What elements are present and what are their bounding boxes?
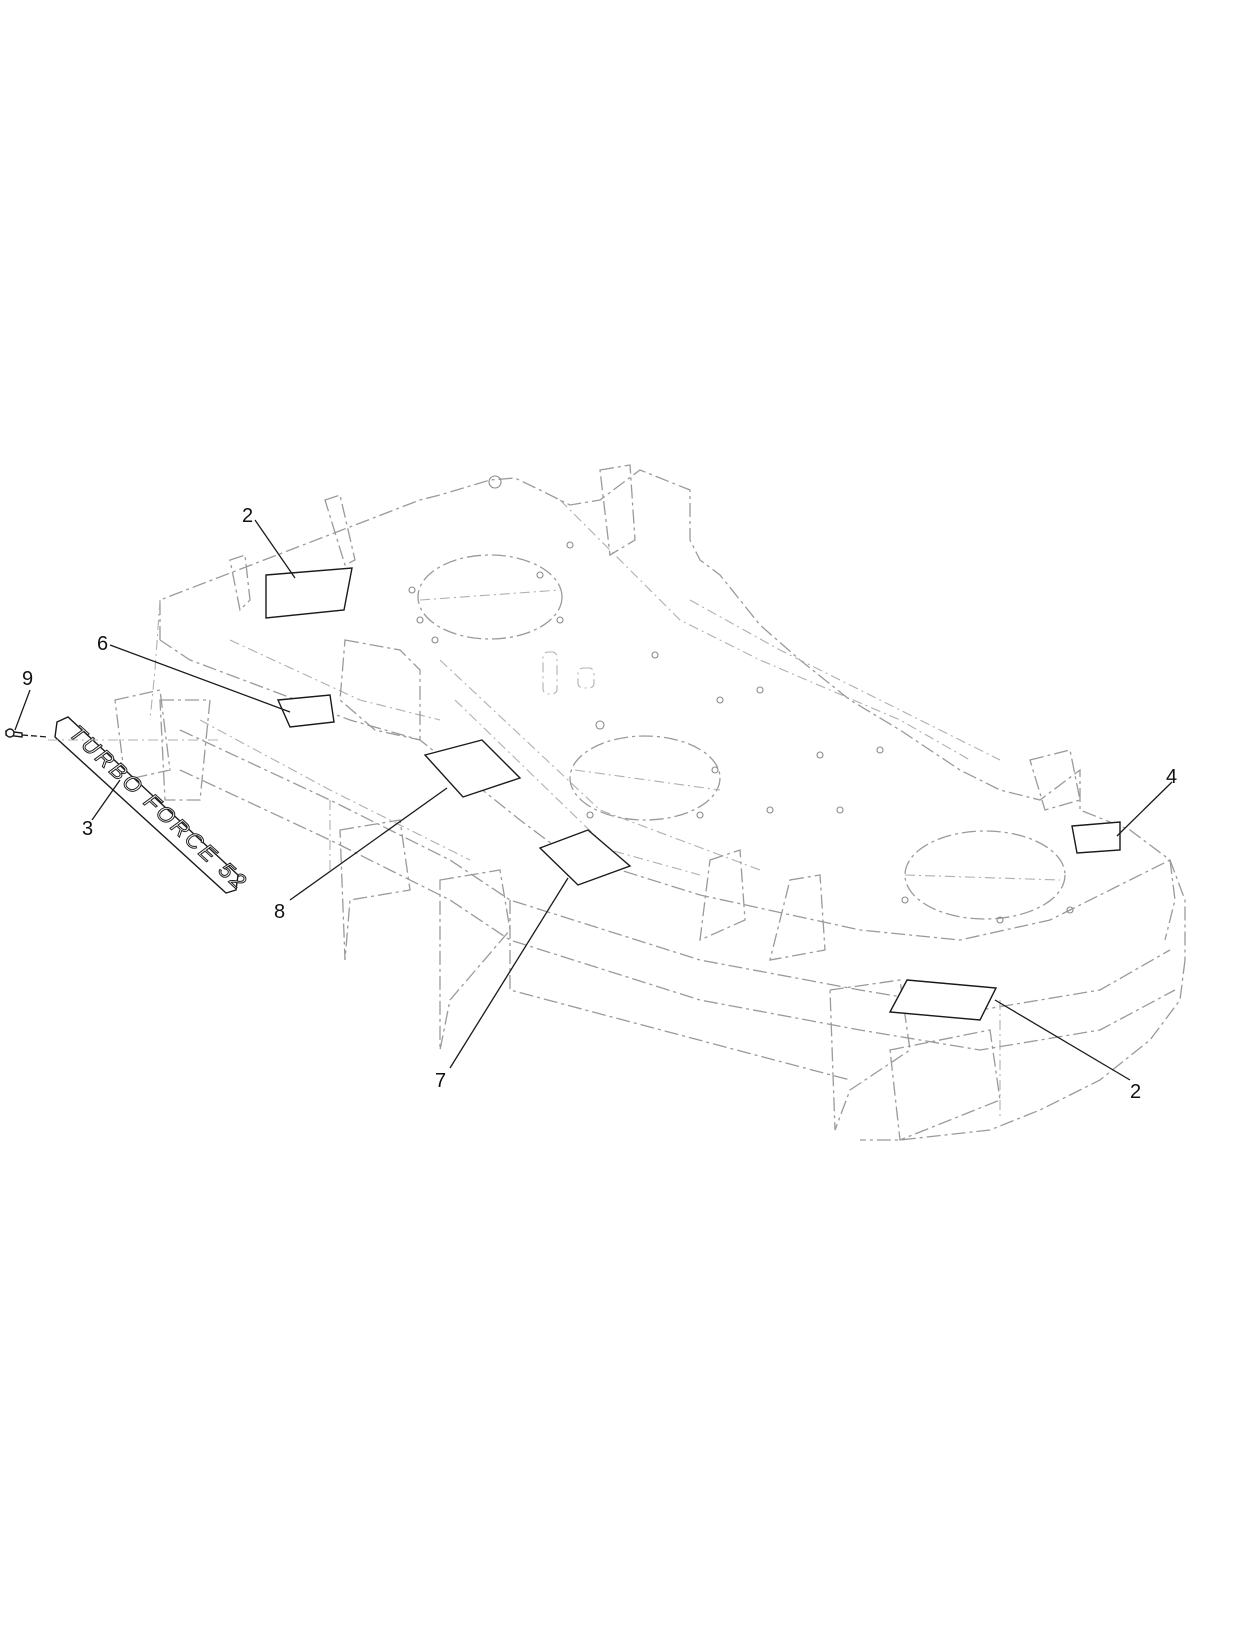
decal-2-front [888,979,998,1021]
deck-brackets [114,464,1081,1141]
callout-2-front: 2 [1130,1081,1141,1103]
screw [5,728,49,738]
name-plate: TURBO FORCE 52 [54,716,254,896]
callout-4: 4 [1166,766,1177,788]
callout-3: 3 [82,818,93,840]
callout-6: 6 [97,633,108,655]
callout-7: 7 [435,1070,446,1092]
leader-lines [14,519,1173,1081]
blade-openings [417,554,1066,920]
callout-8: 8 [274,901,285,923]
callout-2-rear: 2 [242,505,253,527]
mounting-holes [408,541,1074,924]
decal-4 [1071,821,1121,854]
callout-numbers: 2 6 9 3 8 7 4 2 [22,505,1177,1103]
plate-text: TURBO FORCE 52 [65,720,253,896]
spindle-bosses [488,475,595,695]
mower-deck-outline [149,469,1186,1141]
decal-7 [538,829,632,886]
decal-6 [276,694,335,728]
decal-8 [423,739,522,798]
callout-9: 9 [22,668,33,690]
decal-2-rear [265,567,353,619]
